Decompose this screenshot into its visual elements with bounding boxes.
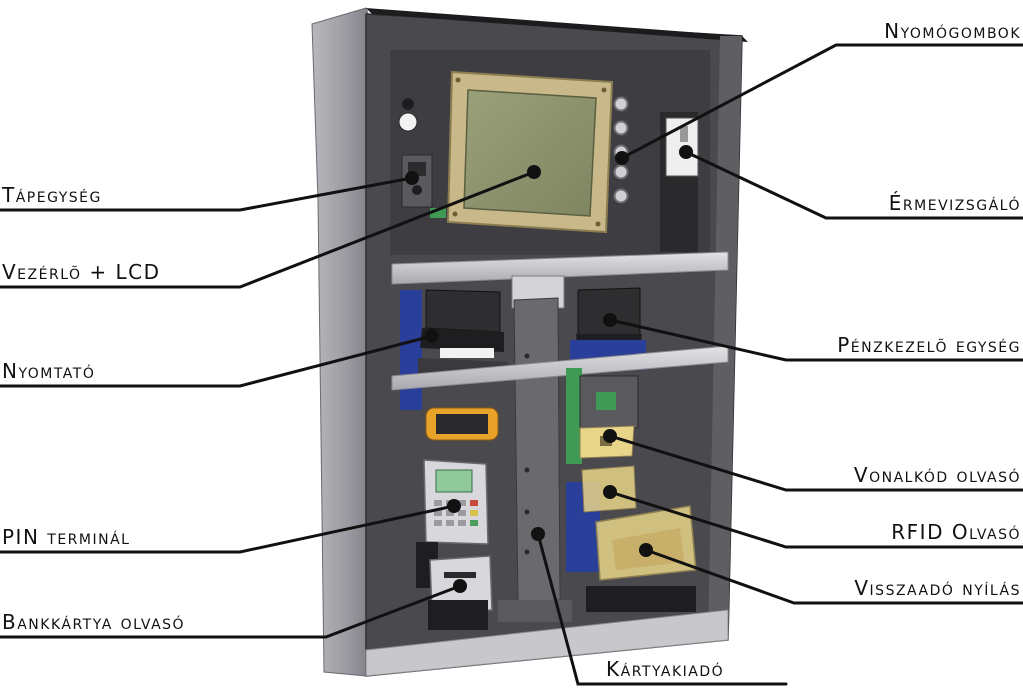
dot-nyomtato (425, 329, 439, 343)
coin-validator (660, 112, 699, 252)
leader-line-vezerlo-lcd (0, 170, 536, 289)
label-tapegyseg: Tápegység (2, 183, 102, 207)
leader-line-vonalkod (608, 434, 1023, 492)
leader-line-nyomogombok (620, 43, 1023, 160)
label-ermevizsgalo: Érmevizsgáló (888, 191, 1021, 215)
dot-nyomogombok (615, 151, 629, 165)
dot-vezerlo-lcd (527, 165, 541, 179)
label-visszaado-nyilas: Visszaadó nyílás (854, 576, 1021, 600)
push-buttons (613, 96, 629, 204)
label-rfid-olvaso: RFID Olvasó (891, 520, 1021, 544)
leader-line-nyomtato (0, 334, 434, 388)
dot-bankkartya-olvaso (453, 579, 467, 593)
dot-visszaado (639, 543, 653, 557)
label-vonalkod-olvaso: Vonalkód olvasó (853, 463, 1021, 487)
dot-tapegyseg (405, 171, 419, 185)
label-vezerlo-lcd: Vezérlõ + LCD (2, 260, 161, 284)
controller-lcd (430, 70, 614, 234)
dot-penzkezelo (603, 313, 617, 327)
leader-line-kartyakiado (536, 532, 788, 686)
cable-hole (398, 112, 418, 132)
dot-ermevizsgalo (679, 145, 693, 159)
leader-line-tapegyseg (0, 176, 414, 212)
label-penzkezelo-egyseg: Pénzkezelõ egység (837, 333, 1021, 357)
lower-stand-left (428, 600, 488, 630)
cabinet-right-edge (708, 36, 742, 640)
dot-rfid (603, 485, 617, 499)
lower-stand-right (586, 586, 696, 612)
dot-vonalkod (603, 429, 617, 443)
electronics-pcb (566, 368, 582, 464)
leader-line-penzkezelo (608, 318, 1023, 362)
paper-roll (425, 407, 499, 441)
leader-line-pin-terminal (0, 504, 456, 554)
cabinet-side-panel (311, 7, 373, 677)
callout-dots (405, 145, 693, 593)
lower-shelf-bar (391, 345, 729, 391)
leader-line-ermevizsgalo (684, 150, 1023, 220)
cabinet-base (365, 609, 729, 677)
leader-line-rfid (608, 490, 1023, 549)
leader-line-visszaado (644, 548, 1023, 605)
label-bankkartya-olvaso: Bankkártya olvasó (2, 610, 186, 634)
pcb-chip (596, 392, 616, 410)
cabinet-top (366, 8, 748, 42)
leader-lines (0, 43, 1023, 686)
label-pin-terminal: PIN terminál (2, 525, 131, 549)
upper-shelf-bar (391, 251, 729, 285)
label-nyomtato: Nyomtató (2, 359, 96, 383)
leader-line-bankkartya-olvaso (0, 584, 462, 639)
printer (400, 289, 508, 410)
dot-kartyakiado (531, 527, 545, 541)
grommet (402, 98, 414, 110)
kiosk-cabinet (311, 7, 748, 677)
dot-pin-terminal (447, 499, 461, 513)
label-kartyakiado: Kártyakiadó (606, 657, 725, 681)
label-nyomogombok: Nyomógombok (884, 19, 1021, 43)
